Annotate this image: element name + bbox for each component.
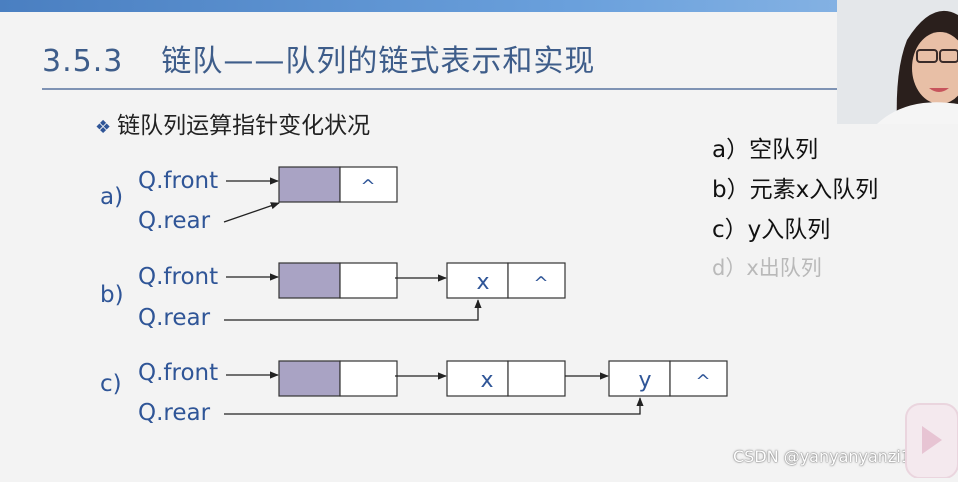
slide-title: 3.5.3 链队——队列的链式表示和实现 (42, 36, 595, 80)
data-node: x (446, 360, 566, 397)
presenter-icon (837, 0, 958, 124)
head-node (278, 360, 398, 397)
head-node: ^ (278, 166, 398, 203)
rear-pointer-label: Q.rear (138, 208, 211, 234)
diagram-label: c) (100, 371, 122, 397)
diagram-label: a) (100, 184, 123, 210)
diagram-a: a) Q.front Q.rear ^ (100, 166, 398, 234)
legend-item-b: b）元素x入队列 (712, 177, 879, 203)
head-node (278, 262, 398, 299)
null-pointer: ^ (533, 273, 548, 294)
bullet-heading: ❖链队列运算指针变化状况 (95, 106, 370, 140)
diagram-c: c) Q.front Q.rear x y ^ (100, 360, 728, 426)
diagram-label: b) (100, 282, 124, 308)
diamond-bullet-icon: ❖ (95, 117, 112, 138)
rear-pointer-label: Q.rear (138, 400, 211, 426)
title-underline (42, 88, 838, 90)
front-pointer-label: Q.front (138, 360, 218, 386)
play-button[interactable] (898, 398, 958, 479)
null-pointer: ^ (695, 371, 710, 392)
bullet-text: 链队列运算指针变化状况 (117, 113, 371, 139)
null-pointer: ^ (360, 176, 375, 197)
front-pointer-label: Q.front (138, 168, 218, 194)
data-node: x ^ (446, 262, 566, 299)
legend-item-c: c）y入队列 (712, 217, 831, 243)
data-node: y ^ (608, 360, 728, 397)
section-number: 3.5.3 (42, 44, 124, 79)
node-value: x (476, 270, 489, 295)
front-pointer-label: Q.front (138, 264, 218, 290)
node-value: y (638, 368, 651, 393)
watermark: CSDN @yanyanyanzi111 (733, 447, 932, 466)
legend-item-a: a）空队列 (712, 137, 819, 163)
top-banner (0, 0, 958, 12)
legend-item-d: d）x出队列 (712, 256, 822, 280)
diagram-b: b) Q.front Q.rear x ^ (100, 262, 566, 331)
play-icon (905, 403, 958, 479)
node-value: x (480, 368, 493, 393)
section-title: 链队——队列的链式表示和实现 (161, 44, 596, 79)
presenter-webcam (837, 0, 958, 124)
rear-pointer-label: Q.rear (138, 305, 211, 331)
